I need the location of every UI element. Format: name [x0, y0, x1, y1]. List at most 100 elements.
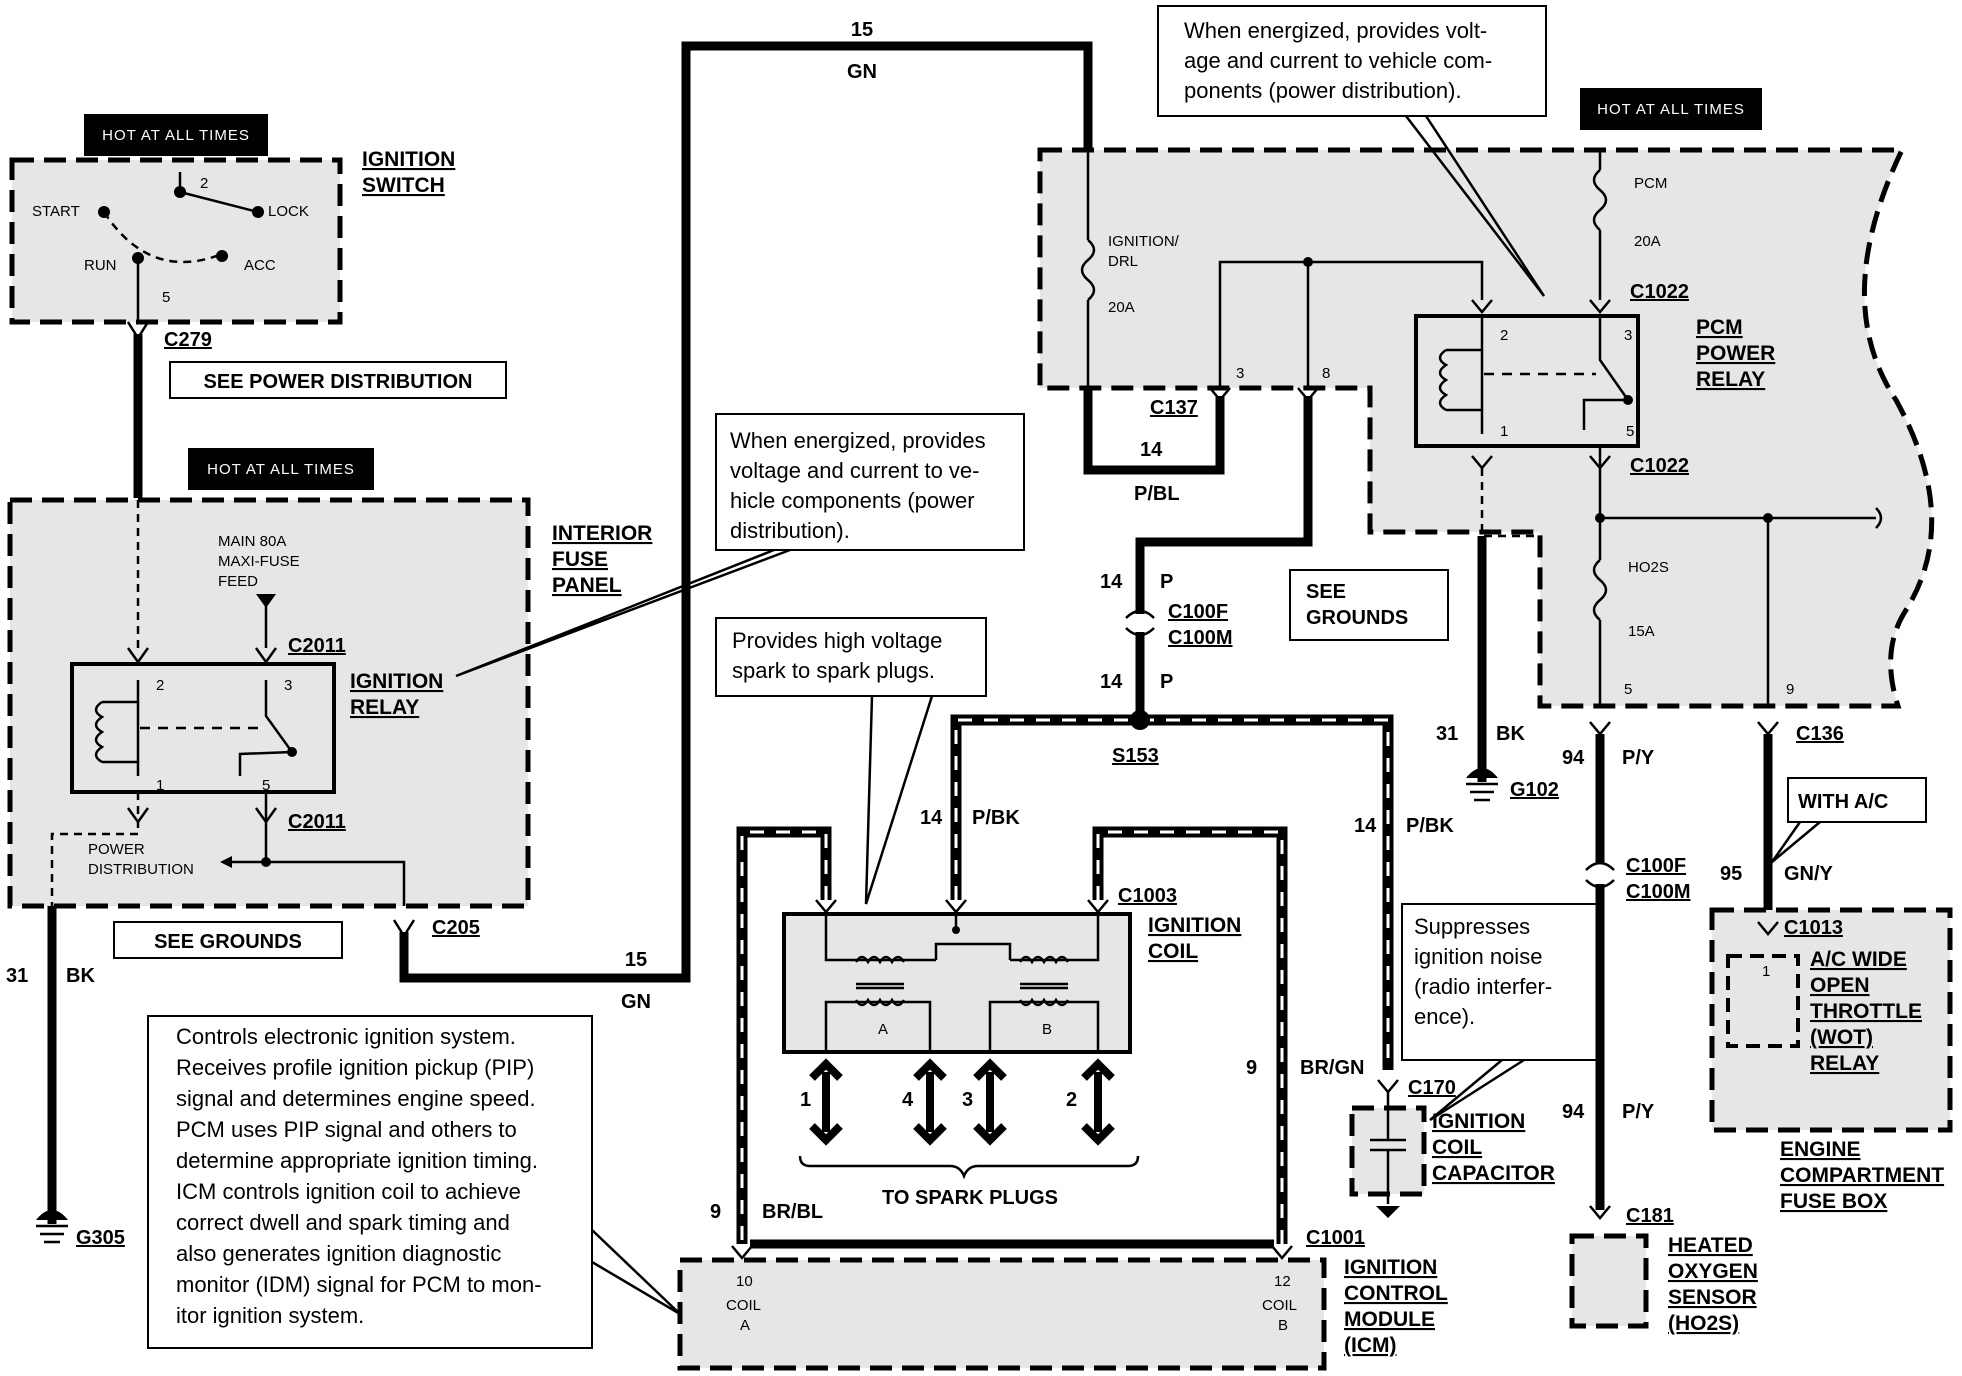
- pbl-color: P/BL: [1134, 483, 1180, 505]
- capacitor-title-2: COIL: [1432, 1136, 1482, 1159]
- switch-acc-label: ACC: [244, 257, 276, 274]
- relay-note-line-4: distribution).: [730, 518, 850, 543]
- hot-label-bg-c: [1580, 88, 1762, 130]
- capacitor-note-box: [1401, 903, 1599, 1061]
- ignition-switch-outline: [9, 157, 343, 325]
- ho2s-title-3: SENSOR: [1668, 1286, 1757, 1309]
- c136-connectors: [1589, 721, 1779, 736]
- relay-note-line-3: hicle components (power: [730, 488, 975, 513]
- see-power-distribution: SEE POWER DISTRIBUTION: [204, 371, 473, 393]
- brgn-color: BR/GN: [1300, 1057, 1364, 1079]
- gn-color-top: GN: [847, 61, 877, 83]
- coil-center-dot: [952, 926, 960, 934]
- fuse-panel-bg: [10, 500, 528, 906]
- cap-note-line-2: ignition noise: [1414, 944, 1542, 969]
- engine-fuse-box-bg: [1040, 150, 1932, 706]
- fuse-panel-title-1: INTERIOR: [552, 522, 652, 545]
- pcm-relay-title-2: POWER: [1696, 342, 1775, 365]
- wot-relay-title-5: RELAY: [1810, 1052, 1879, 1075]
- ground-g305-cap-icon: [36, 1210, 68, 1220]
- icm-note-line-8: also generates ignition diagnostic: [176, 1241, 501, 1266]
- coil-a-windings-icon: [854, 955, 906, 1007]
- cap-note-line-4: ence).: [1414, 1004, 1475, 1029]
- brbl-wire-stripe: [740, 830, 828, 1244]
- wot-relay-title-1: A/C WIDE: [1810, 948, 1907, 971]
- wot-relay-bg: [1712, 910, 1950, 1130]
- pcm-fuse-icon: [1592, 169, 1608, 231]
- spark-note: Provides high voltage spark to spark plu…: [715, 617, 987, 905]
- coil-a-label: A: [878, 1021, 888, 1038]
- pbk-right-gauge: 14: [1354, 815, 1377, 837]
- plug-1-arrow-icon: [809, 1058, 843, 1146]
- c100-connector: [1125, 609, 1155, 637]
- icm-title-2: CONTROL: [1344, 1282, 1448, 1305]
- c1001-label: C1001: [1306, 1227, 1365, 1249]
- pcm-relay-feed-wires: [1218, 260, 1484, 388]
- icm-note-line-4: PCM uses PIP signal and others to: [176, 1117, 517, 1142]
- ign-fuse-label-2: DRL: [1108, 253, 1138, 270]
- spark-note-box: [715, 617, 987, 697]
- pbl-gauge: 14: [1140, 439, 1163, 461]
- feed-line-1: MAIN 80A: [218, 533, 286, 550]
- icm-note: Controls electronic ignition system. Rec…: [147, 1015, 681, 1349]
- icm-note-line-9: monitor (IDM) signal for PCM to mon-: [176, 1272, 542, 1297]
- c1022-top-connectors: [1471, 299, 1611, 314]
- icm-coil-a-1: COIL: [726, 1297, 761, 1314]
- wot-relay-title-3: THROTTLE: [1810, 1000, 1922, 1023]
- relay-switch-icon: [238, 680, 294, 776]
- engine-fuse-box-title-2: COMPARTMENT: [1780, 1164, 1944, 1187]
- ign-fuse-amp: 20A: [1108, 299, 1135, 316]
- pcm-relay-box: [1414, 314, 1640, 448]
- pbk-left-gauge: 14: [920, 807, 943, 829]
- left-ground-gauge: 31: [6, 965, 28, 987]
- hot-label-bg-b: [188, 448, 374, 490]
- icm-note-line-7: correct dwell and spark timing and: [176, 1210, 510, 1235]
- pcm-note-line-2: age and current to vehicle com-: [1184, 48, 1492, 73]
- icm-coil-b-1: COIL: [1262, 1297, 1297, 1314]
- ho2s-title-4: (HO2S): [1668, 1312, 1739, 1335]
- ground-g102-icon: [1466, 782, 1498, 802]
- pcm-relay-pin-3: 3: [1624, 327, 1632, 344]
- ignition-coil-title-2: COIL: [1148, 940, 1198, 963]
- with-ac-box: [1787, 777, 1927, 823]
- pcm-relay-pin-5: 5: [1626, 423, 1634, 440]
- pcm-relay-title-1: PCM: [1696, 316, 1743, 339]
- py-color-b: P/Y: [1622, 1101, 1655, 1123]
- spark-note-line-1: Provides high voltage: [732, 628, 942, 653]
- p-wire-upper: [1135, 396, 1313, 614]
- py-gauge-b: 94: [1562, 1101, 1585, 1123]
- ground-g102: G102: [1510, 779, 1559, 801]
- hot-label-a: HOT AT ALL TIMES: [102, 127, 250, 144]
- icm-note-pointer: [591, 1229, 681, 1316]
- hot-label-c: HOT AT ALL TIMES: [1597, 101, 1745, 118]
- icm-coil-a-2: A: [740, 1317, 750, 1334]
- pcm-relay-coil-icon: [1438, 348, 1449, 412]
- engine-fuse-box-title-1: ENGINE: [1780, 1138, 1861, 1161]
- c137-pin-3: 3: [1236, 365, 1244, 382]
- pcm-note-box: [1157, 5, 1547, 117]
- relay-note-pointer: [455, 548, 791, 678]
- ignition-switch-title-2: SWITCH: [362, 174, 445, 197]
- wot-relay: C1013 1 A/C WIDE OPEN THROTTLE (WOT) REL…: [1709, 907, 1953, 1133]
- py-gauge-a: 94: [1562, 747, 1585, 769]
- switch-arc: [102, 211, 223, 264]
- ho2s-fuse-label: HO2S: [1628, 559, 1669, 576]
- pcm-relay-switch-icon: [1582, 316, 1630, 430]
- switch-start-dot: [98, 206, 110, 218]
- relay-coil-icon: [94, 700, 105, 764]
- coil-b-label: B: [1042, 1021, 1052, 1038]
- feed-arrow-icon: [256, 594, 276, 608]
- icm-note-line-3: signal and determines engine speed.: [176, 1086, 536, 1111]
- see-grounds-right-box: [1289, 569, 1449, 641]
- cap-note-line-1: Suppresses: [1414, 914, 1530, 939]
- spark-note-line-2: spark to spark plugs.: [732, 658, 935, 683]
- gn-gauge-bottom: 15: [625, 949, 647, 971]
- relay-coil-wires: [102, 680, 140, 776]
- c1013-label: C1013: [1784, 917, 1843, 939]
- c170-connector: [1377, 1079, 1399, 1094]
- brgn-wire-stripe: [1096, 830, 1284, 1244]
- pcm-relay-pin-2: 2: [1500, 327, 1508, 344]
- c100m-upper: C100M: [1168, 627, 1232, 649]
- brbl-gauge: 9: [710, 1201, 721, 1223]
